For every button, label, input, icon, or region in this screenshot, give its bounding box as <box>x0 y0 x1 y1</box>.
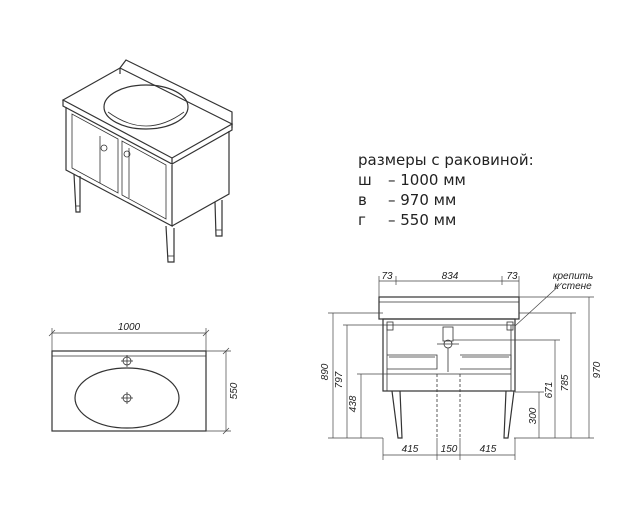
bottom-right-label: 415 <box>480 444 497 455</box>
wall-fixing-right <box>506 321 514 331</box>
height-797-label: 797 <box>334 371 345 388</box>
height-970-label: 970 <box>592 361 603 378</box>
isometric-cabinet-view <box>61 59 234 263</box>
wall-fixing-left <box>386 321 394 331</box>
dimensions-spec: размеры с раковиной: ш – 1000 мм в – 970… <box>358 150 628 230</box>
spec-value: – 550 мм <box>388 211 457 229</box>
top-width-label: 1000 <box>118 322 141 333</box>
spec-row-height: в – 970 мм <box>358 190 628 210</box>
height-438-label: 438 <box>348 395 359 412</box>
fix-note-line2: к стене <box>554 281 592 292</box>
top-depth-label: 550 <box>229 382 240 399</box>
height-785-label: 785 <box>560 374 571 391</box>
height-671-label: 671 <box>544 382 555 399</box>
spec-key: г <box>358 211 366 229</box>
spec-key: ш <box>358 171 372 189</box>
bottom-left-label: 415 <box>402 444 419 455</box>
overhang-left-label: 73 <box>381 271 393 282</box>
spec-value: – 970 мм <box>388 191 457 209</box>
front-view: 73 834 73 крепить к стене 890 797 438 97… <box>320 271 603 460</box>
countertop-outline <box>51 350 207 432</box>
height-890-label: 890 <box>320 363 331 380</box>
overhang-right-label: 73 <box>506 271 518 282</box>
height-300-label: 300 <box>528 407 539 424</box>
front-countertop <box>378 296 520 320</box>
front-cabinet-body <box>382 318 516 392</box>
spec-key: в <box>358 191 367 209</box>
top-view: 1000 550 <box>48 322 240 435</box>
fix-note-line1: крепить <box>553 271 594 282</box>
spec-row-width: ш – 1000 мм <box>358 170 628 190</box>
bottom-mid-label: 150 <box>441 444 458 455</box>
inner-width-label: 834 <box>442 271 459 282</box>
spec-row-depth: г – 550 мм <box>358 210 628 230</box>
spec-title: размеры с раковиной: <box>358 151 534 169</box>
spec-value: – 1000 мм <box>388 171 466 189</box>
basin-outline <box>74 367 180 429</box>
